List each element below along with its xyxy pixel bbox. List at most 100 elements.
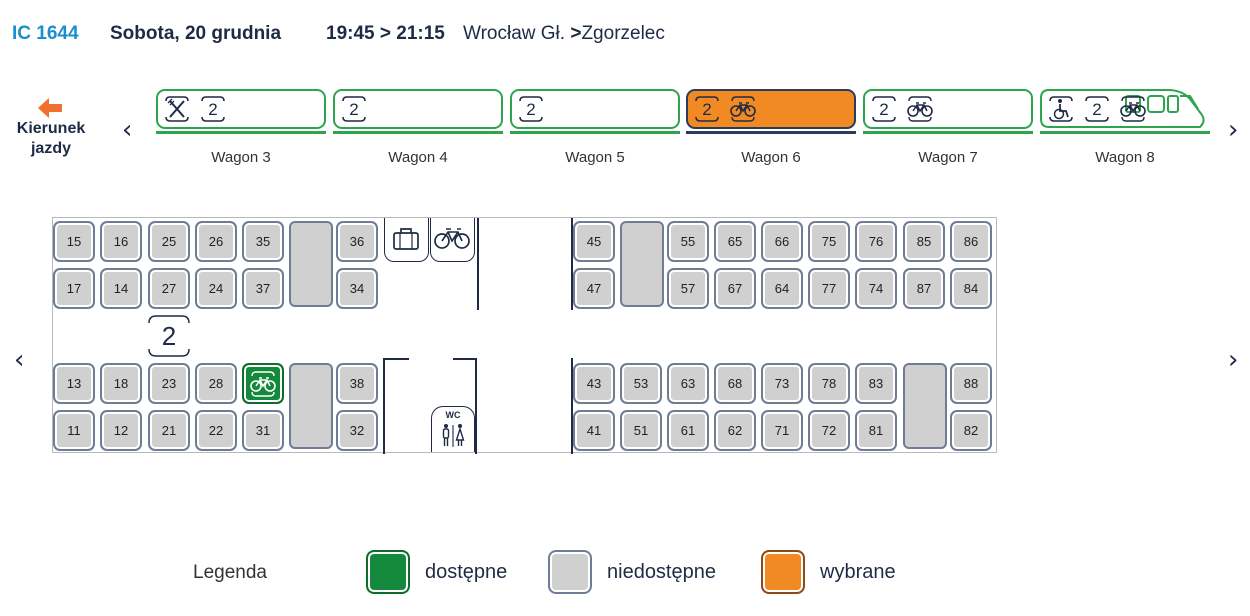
wagon-6[interactable]: 2	[686, 89, 856, 129]
seat[interactable]: 11	[53, 410, 95, 451]
seat[interactable]: 73	[761, 363, 803, 404]
next-wagon-button[interactable]: ›	[1228, 115, 1239, 145]
seat-number: 66	[774, 234, 790, 249]
luggage-area	[384, 218, 429, 262]
wagon-8[interactable]: 2	[1040, 89, 1210, 129]
wall	[453, 358, 477, 360]
seat[interactable]: 43	[573, 363, 615, 404]
seat[interactable]: 61	[667, 410, 709, 451]
route: Wrocław Gł. >Zgorzelec	[463, 23, 665, 45]
seat[interactable]: 51	[620, 410, 662, 451]
seat[interactable]: 75	[808, 221, 850, 262]
wagon-name: Wagon 3	[211, 149, 271, 166]
bicycle-icon	[905, 95, 935, 123]
seat-number: 82	[963, 423, 979, 438]
seat[interactable]: 63	[667, 363, 709, 404]
seat[interactable]: 18	[100, 363, 142, 404]
seat[interactable]: 62	[714, 410, 756, 451]
seat[interactable]: 64	[761, 268, 803, 309]
seat[interactable]: 24	[195, 268, 237, 309]
seat[interactable]: 34	[336, 268, 378, 309]
wagon-3[interactable]: 2	[156, 89, 326, 129]
seat[interactable]: 78	[808, 363, 850, 404]
seat[interactable]: 81	[855, 410, 897, 451]
seat[interactable]: 67	[714, 268, 756, 309]
seat[interactable]: 53	[620, 363, 662, 404]
seat[interactable]: 15	[53, 221, 95, 262]
wagon-5[interactable]: 2	[510, 89, 680, 129]
next-car-section-button[interactable]: ›	[1228, 345, 1239, 375]
legend-selected-swatch	[761, 550, 805, 594]
seat[interactable]: 87	[903, 268, 945, 309]
seat[interactable]: 25	[148, 221, 190, 262]
table	[620, 221, 664, 307]
seat[interactable]: 82	[950, 410, 992, 451]
prev-car-section-button[interactable]: ‹	[14, 345, 25, 375]
seat-number: 21	[161, 423, 177, 438]
seat[interactable]: 66	[761, 221, 803, 262]
seat[interactable]: 88	[950, 363, 992, 404]
seat[interactable]: 21	[148, 410, 190, 451]
wall	[571, 358, 573, 454]
seat[interactable]: 72	[808, 410, 850, 451]
seat[interactable]: 13	[53, 363, 95, 404]
seat[interactable]: 17	[53, 268, 95, 309]
route-from: Wrocław Gł.	[463, 23, 566, 44]
seat[interactable]: 47	[573, 268, 615, 309]
seat-number: 32	[349, 423, 365, 438]
seat[interactable]: 31	[242, 410, 284, 451]
seat-number: 65	[727, 234, 743, 249]
seat[interactable]: 65	[714, 221, 756, 262]
seat[interactable]: 37	[242, 268, 284, 309]
seat[interactable]: 38	[336, 363, 378, 404]
wall	[571, 218, 573, 310]
seat-number: 13	[66, 376, 82, 391]
seat[interactable]: 35	[242, 221, 284, 262]
table	[289, 363, 333, 449]
class-2-icon: 2	[339, 95, 369, 123]
seat[interactable]: 16	[100, 221, 142, 262]
wagon-underline	[1040, 131, 1210, 134]
seat[interactable]: 26	[195, 221, 237, 262]
seat-number: 27	[161, 281, 177, 296]
seat[interactable]: 32	[336, 410, 378, 451]
seat-number: 84	[963, 281, 979, 296]
prev-wagon-button[interactable]: ‹	[122, 115, 133, 145]
wall	[475, 358, 477, 454]
seat[interactable]: 77	[808, 268, 850, 309]
seat[interactable]: 74	[855, 268, 897, 309]
seat[interactable]: 23	[148, 363, 190, 404]
seat-number: 55	[680, 234, 696, 249]
legend-unavailable-label: niedostępne	[607, 561, 716, 583]
seat[interactable]: 83	[855, 363, 897, 404]
seat[interactable]: 28	[195, 363, 237, 404]
wagon-name: Wagon 8	[1095, 149, 1155, 166]
seat[interactable]: 76	[855, 221, 897, 262]
bike-area	[430, 218, 475, 262]
seat[interactable]: 12	[100, 410, 142, 451]
seat-number: 67	[727, 281, 743, 296]
seat-number: 23	[161, 376, 177, 391]
seat[interactable]: 86	[950, 221, 992, 262]
wagon-7[interactable]: 2	[863, 89, 1033, 129]
seat[interactable]: 14	[100, 268, 142, 309]
seat[interactable]: 68	[714, 363, 756, 404]
seat-available[interactable]	[242, 363, 284, 404]
seat-number: 88	[963, 376, 979, 391]
seat[interactable]: 84	[950, 268, 992, 309]
seat[interactable]: 36	[336, 221, 378, 262]
train-number: IC 1644	[12, 23, 79, 44]
seat[interactable]: 45	[573, 221, 615, 262]
seat[interactable]: 41	[573, 410, 615, 451]
seat[interactable]: 57	[667, 268, 709, 309]
seat-number: 72	[821, 423, 837, 438]
wall	[477, 218, 479, 310]
seat[interactable]: 55	[667, 221, 709, 262]
wagon-underline	[510, 131, 680, 134]
seat[interactable]: 71	[761, 410, 803, 451]
seat[interactable]: 85	[903, 221, 945, 262]
wagon-4[interactable]: 2	[333, 89, 503, 129]
seat[interactable]: 27	[148, 268, 190, 309]
seat[interactable]: 22	[195, 410, 237, 451]
seat-number: 61	[680, 423, 696, 438]
